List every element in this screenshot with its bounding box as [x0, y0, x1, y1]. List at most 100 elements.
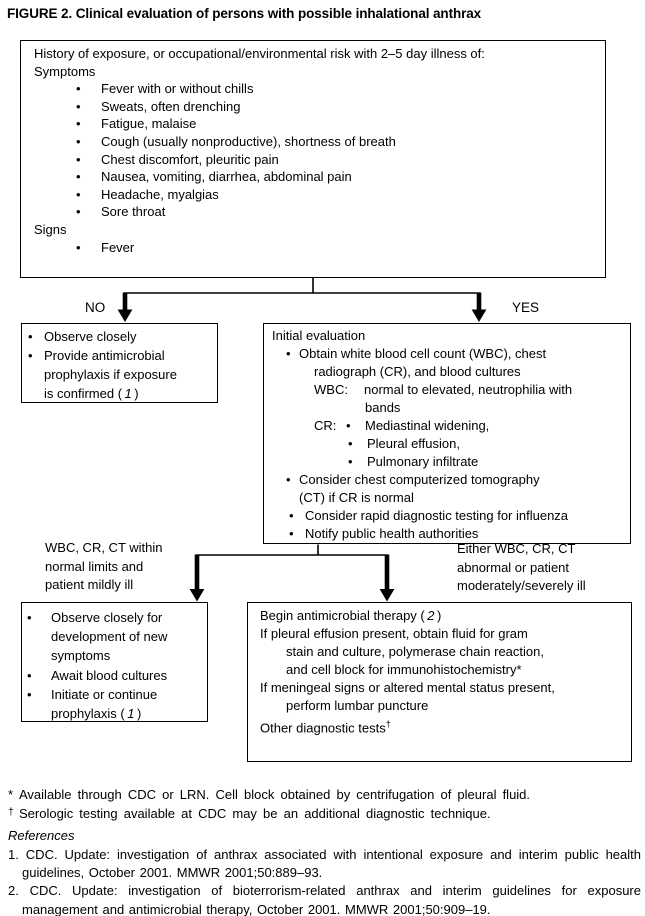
cr-label: CR:: [314, 418, 337, 433]
item-text: ): [136, 706, 142, 722]
bullet-icon: •: [76, 186, 81, 202]
bullet-icon: •: [76, 169, 81, 185]
therapy-line: Begin antimicrobial therapy (2): [260, 607, 625, 625]
item-text: Obtain white blood cell count (WBC), che…: [299, 346, 547, 361]
label-line: Either WBC, CR, CT: [457, 541, 576, 556]
list-item: •Initiate or continue: [27, 685, 203, 704]
symptom-text: Nausea, vomiting, diarrhea, abdominal pa…: [101, 169, 352, 185]
signs-label: Signs: [34, 221, 67, 237]
bullet-icon: •: [346, 418, 351, 433]
reference-number: 2: [427, 608, 435, 623]
footnote-text: Serologic testing available at CDC may b…: [19, 805, 491, 821]
reference-text: CDC. Update: investigation of anthrax as…: [22, 847, 641, 881]
sign-text: Fever: [101, 239, 135, 255]
label-line: abnormal or patient: [457, 559, 570, 575]
bullet-icon: •: [286, 472, 291, 487]
wbc-finding-continuation: bands: [365, 400, 401, 415]
bullet-icon: •: [76, 116, 81, 132]
cr-finding: CR: • Mediastinal widening,: [272, 417, 626, 435]
initial-evaluation-box: Initial evaluation • Obtain white blood c…: [263, 323, 631, 544]
bullet-icon: •: [27, 686, 32, 702]
list-item-continuation: (CT) if CR is normal: [299, 490, 414, 505]
item-text: Notify public health authorities: [305, 526, 479, 541]
list-item-continuation: radiograph (CR), and blood cultures: [314, 364, 521, 379]
footnote-dagger: † Serologic testing available at CDC may …: [8, 804, 640, 823]
cr-finding-item: • Pleural effusion,: [272, 435, 626, 453]
bullet-icon: •: [28, 329, 33, 344]
line-text: ): [436, 608, 442, 623]
label-line: moderately/severely ill: [457, 578, 586, 593]
bullet-icon: •: [76, 204, 81, 220]
item-text: ): [134, 386, 139, 401]
symptom-item: •Sore throat: [34, 203, 595, 221]
dagger-icon: †: [8, 805, 14, 818]
list-item: • Observe closely: [28, 327, 213, 346]
list-item: • Obtain white blood cell count (WBC), ch…: [272, 345, 626, 363]
references-heading: References: [8, 828, 75, 843]
symptom-item: •Fatigue, malaise: [34, 115, 595, 133]
box-title: Initial evaluation: [272, 328, 366, 343]
therapy-line-continuation: stain and culture, polymerase chain reac…: [286, 644, 544, 659]
observe-await-box: •Observe closely for development of new …: [21, 602, 208, 722]
item-text: prophylaxis (: [51, 706, 125, 722]
item-text: Await blood cultures: [51, 667, 168, 683]
item-text: Observe closely: [44, 329, 137, 344]
antimicrobial-therapy-box: Begin antimicrobial therapy (2) If pleur…: [247, 602, 632, 762]
symptom-item: • Sweats, often drenching: [34, 98, 595, 116]
list-item-continuation: symptoms: [51, 648, 111, 664]
yes-arrowhead-icon: [471, 309, 487, 322]
list-item-continuation: is confirmed (1): [28, 384, 213, 403]
list-item-continuation: prophylaxis if exposure: [44, 367, 177, 382]
therapy-line-continuation: perform lumbar puncture: [286, 698, 429, 713]
bullet-icon: •: [348, 454, 353, 469]
item-text: Consider rapid diagnostic testing for in…: [305, 508, 569, 523]
bullet-icon: •: [289, 526, 294, 541]
bullet-icon: •: [76, 98, 81, 114]
symptom-text: Fever with or without chills: [101, 81, 254, 97]
item-text: Provide antimicrobial: [44, 348, 165, 363]
list-item-continuation: development of new: [51, 629, 168, 645]
reference-text: CDC. Update: investigation of bioterrori…: [22, 883, 641, 916]
criteria-intro: History of exposure, or occupational/env…: [34, 46, 485, 61]
cr-item-text: Mediastinal widening,: [365, 418, 490, 433]
reference-1: 1. CDC. Update: investigation of anthrax…: [8, 846, 641, 882]
bullet-icon: •: [348, 436, 353, 451]
label-line: patient mildly ill: [45, 577, 134, 592]
bullet-icon: •: [27, 667, 32, 683]
cr-finding-item: • Pulmonary infiltrate: [272, 453, 626, 471]
item-text: Consider chest computerized tomography: [299, 472, 540, 487]
bullet-icon: •: [27, 610, 32, 625]
footnotes: *Available through CDC or LRN. Cell bloc…: [8, 786, 640, 822]
cr-item-text: Pulmonary infiltrate: [367, 454, 479, 469]
symptoms-label: Symptoms: [34, 63, 96, 79]
item-text: is confirmed (: [44, 386, 123, 401]
wbc-finding: WBC:normal to elevated, neutrophilia wit…: [272, 381, 626, 399]
symptom-item: •Chest discomfort, pleuritic pain: [34, 151, 595, 169]
line-text: Other diagnostic tests: [260, 720, 386, 736]
symptom-text: Sweats, often drenching: [101, 98, 241, 114]
symptom-item: • Headache, myalgias: [34, 186, 595, 204]
symptom-item: •Cough (usually nonproductive), shortnes…: [34, 133, 595, 151]
symptom-text: Headache, myalgias: [101, 186, 219, 202]
sign-item: • Fever: [34, 239, 595, 257]
footnote-asterisk: *Available through CDC or LRN. Cell bloc…: [8, 786, 640, 804]
bullet-icon: •: [76, 239, 81, 255]
cr-item-text: Pleural effusion,: [367, 436, 460, 451]
observe-prophylaxis-box: •Observe closely •Provide antimicrobial …: [21, 323, 218, 403]
figure-title: FIGURE 2. Clinical evaluation of persons…: [7, 6, 482, 21]
reference-number: 1: [124, 386, 132, 401]
normal-arrowhead-icon: [189, 589, 205, 602]
reference-number: 1.: [8, 847, 19, 862]
normal-branch-label: WBC, CR, CT within normal limits and pat…: [45, 539, 163, 595]
wbc-label: WBC:: [314, 382, 348, 397]
criteria-box: History of exposure, or occupational/env…: [20, 40, 606, 278]
abnormal-branch-label: Either WBC, CR, CT abnormal or patient m…: [457, 540, 586, 596]
references-section: References 1. CDC. Update: investigation…: [8, 827, 641, 916]
symptom-text: Cough (usually nonproductive), shortness…: [101, 133, 396, 149]
line-text: Begin antimicrobial therapy (: [260, 608, 425, 623]
list-item: •Provide antimicrobial: [28, 346, 213, 365]
asterisk-icon: *: [8, 787, 14, 802]
bullet-icon: •: [286, 346, 291, 361]
list-item-continuation: prophylaxis (1): [27, 704, 203, 723]
dagger-icon: †: [385, 719, 391, 729]
